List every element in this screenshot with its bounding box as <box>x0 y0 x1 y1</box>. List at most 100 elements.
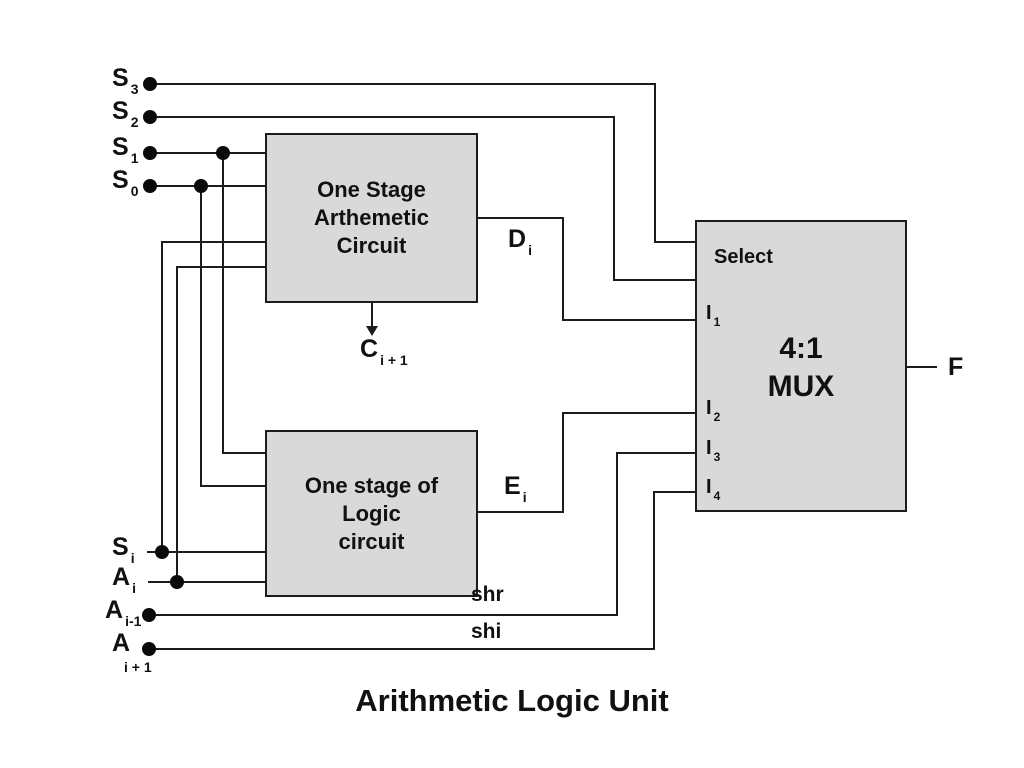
wire-si-vertical <box>161 241 163 553</box>
terminal-dot-ai-plus1 <box>142 642 156 656</box>
wire-ai-to-arithmetic <box>177 266 265 268</box>
terminal-dot-s0 <box>143 179 157 193</box>
arithmetic-box-line2: Arthemetic <box>314 205 429 230</box>
label-ai-minus1-main: A <box>105 596 124 624</box>
box-mux <box>695 220 907 512</box>
label-s2-main: S <box>112 97 129 125</box>
wire-s1-to-logic <box>223 452 265 454</box>
arithmetic-box-line1: One Stage <box>317 177 426 202</box>
logic-box-line1: One stage of <box>304 472 439 498</box>
wire-s2-to-mux <box>614 279 695 281</box>
label-s3-main: S <box>112 64 129 92</box>
wire-s1-vertical <box>222 152 224 454</box>
wire-ai-to-logic <box>148 581 265 583</box>
label-mux-i2-main: I <box>706 397 712 419</box>
wire-ei-to-mux-i2 <box>563 412 695 414</box>
junction-dot-ai <box>170 575 184 589</box>
wire-ei-vertical <box>562 412 564 513</box>
wire-s3-vertical <box>654 83 656 243</box>
logic-box-line2: Logic <box>342 500 401 526</box>
wire-ai-vertical <box>176 266 178 583</box>
terminal-dot-s2 <box>143 110 157 124</box>
arithmetic-box-line3: Circuit <box>336 233 407 258</box>
wire-di-out <box>478 217 563 219</box>
label-ci-plus1-sub: i + 1 <box>380 352 408 368</box>
label-mux-i4-sub: 4 <box>713 489 721 503</box>
label-ai-minus1-sub: i-1 <box>125 613 142 629</box>
terminal-dot-s1 <box>143 146 157 160</box>
wire-shi-vertical <box>653 491 655 650</box>
label-ei-main: E <box>504 472 521 500</box>
box-arithmetic-circuit: One Stage Arthemetic Circuit <box>265 133 478 303</box>
label-shr: shr <box>471 583 504 606</box>
wire-ai-minus1-shr <box>149 614 617 616</box>
mux-select-label: Select <box>714 246 773 268</box>
label-mux-i1-sub: 1 <box>713 315 721 329</box>
mux-title: 4:1 MUX <box>695 330 907 406</box>
junction-dot-s0 <box>194 179 208 193</box>
wire-s3-to-mux <box>655 241 695 243</box>
label-s2-sub: 2 <box>130 114 139 130</box>
label-mux-i4-main: I <box>706 476 712 498</box>
wire-ai-plus1-shi <box>149 648 654 650</box>
label-mux-i2-sub: 2 <box>713 410 721 424</box>
label-mux-i1-main: I <box>706 302 712 324</box>
wire-shr-to-mux-i3 <box>617 452 695 454</box>
junction-dot-s1 <box>216 146 230 160</box>
label-ai-plus1-main: A <box>112 629 131 657</box>
carry-arrowhead-icon <box>366 326 378 336</box>
wire-shi-to-mux-i4 <box>654 491 695 493</box>
label-shi: shi <box>471 620 502 643</box>
mux-name-label: MUX <box>767 370 835 403</box>
label-s1-main: S <box>112 133 129 161</box>
label-di-sub: i <box>528 242 532 258</box>
wire-di-vertical <box>562 217 564 321</box>
label-s0-sub: 0 <box>130 183 139 199</box>
logic-box-line3: circuit <box>338 528 405 554</box>
wire-si-to-arithmetic <box>162 241 265 243</box>
wire-s1-to-arithmetic <box>150 152 265 154</box>
wire-ei-out <box>478 511 563 513</box>
wire-s0-vertical <box>200 185 202 487</box>
label-ai-main: A <box>112 563 131 591</box>
wire-s0-to-logic <box>201 485 265 487</box>
label-s3-sub: 3 <box>130 81 139 97</box>
wire-si-to-logic <box>147 551 265 553</box>
wire-s2-horizontal <box>150 116 614 118</box>
label-ei-sub: i <box>522 489 527 505</box>
mux-ratio-label: 4:1 <box>779 332 823 365</box>
wire-s3-horizontal <box>150 83 655 85</box>
wire-s2-vertical <box>613 116 615 281</box>
label-si-sub: i <box>130 550 135 566</box>
diagram-title: Arithmetic Logic Unit <box>355 683 669 718</box>
label-mux-i3-main: I <box>706 437 712 459</box>
wire-di-to-mux-i1 <box>563 319 695 321</box>
box-logic-circuit: One stage of Logic circuit <box>265 430 478 597</box>
label-mux-i3-sub: 3 <box>713 450 721 464</box>
label-s0-main: S <box>112 166 129 194</box>
terminal-dot-s3 <box>143 77 157 91</box>
terminal-dot-ai-minus1 <box>142 608 156 622</box>
label-ai-sub: i <box>132 580 136 596</box>
label-ci-plus1-main: C <box>360 335 379 363</box>
label-s1-sub: 1 <box>130 150 139 166</box>
junction-dot-si <box>155 545 169 559</box>
label-di-main: D <box>508 225 527 253</box>
label-f-output: F <box>948 353 964 381</box>
label-ai-plus1-sub: i + 1 <box>124 659 152 675</box>
